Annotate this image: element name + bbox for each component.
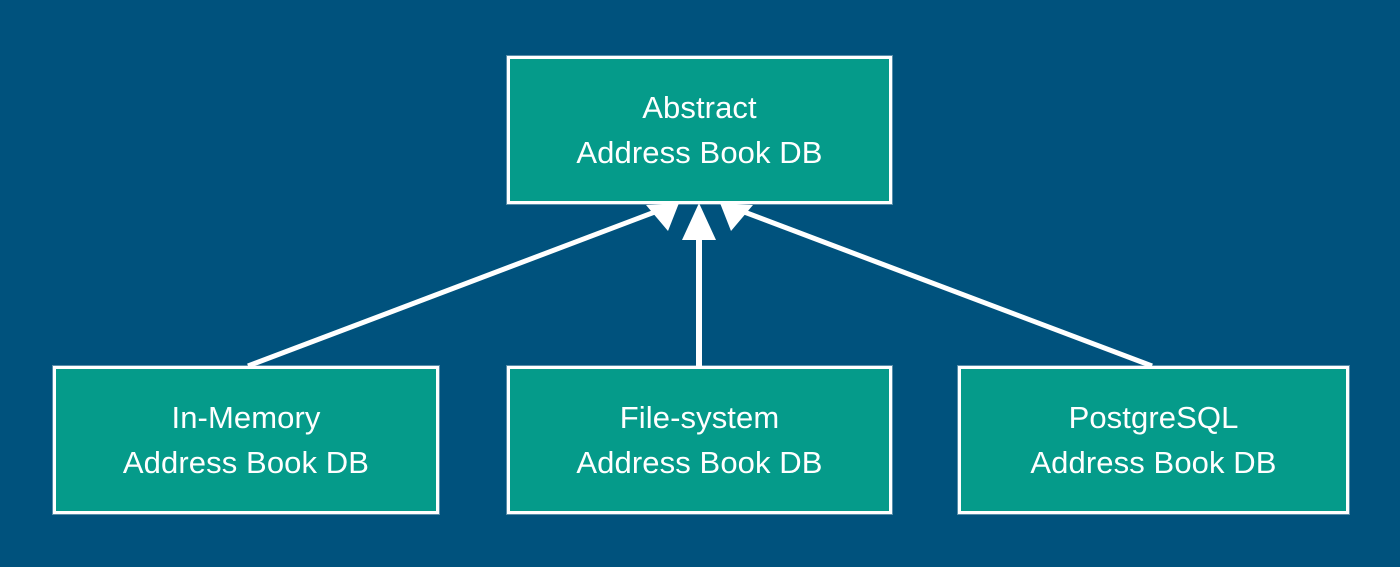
edge-line-postgresql bbox=[730, 204, 1153, 369]
inheritance-edge-file-system bbox=[682, 203, 716, 366]
inheritance-edge-in-memory bbox=[247, 203, 679, 369]
class-box-postgresql[interactable]: PostgreSQL Address Book DB bbox=[958, 366, 1349, 514]
class-box-abstract-line-2: Address Book DB bbox=[576, 135, 823, 170]
inheritance-edge-postgresql bbox=[720, 203, 1153, 369]
class-box-postgresql-line-1: PostgreSQL bbox=[1068, 400, 1239, 435]
edge-line-in-memory bbox=[247, 204, 669, 369]
class-box-file-system-line-1: File-system bbox=[619, 400, 780, 435]
class-box-in-memory[interactable]: In-Memory Address Book DB bbox=[53, 366, 439, 514]
class-box-file-system[interactable]: File-system Address Book DB bbox=[507, 366, 892, 514]
class-box-in-memory-line-2: Address Book DB bbox=[122, 445, 370, 480]
class-box-in-memory-line-1: In-Memory bbox=[171, 400, 321, 435]
class-box-postgresql-line-2: Address Book DB bbox=[1030, 445, 1277, 480]
class-box-file-system-line-2: Address Book DB bbox=[576, 445, 823, 480]
class-box-abstract-line-1: Abstract bbox=[642, 90, 757, 125]
arrowhead-in-memory bbox=[646, 203, 679, 231]
arrowhead-postgresql bbox=[720, 203, 753, 231]
class-box-abstract[interactable]: Abstract Address Book DB bbox=[507, 56, 892, 204]
arrowhead-file-system bbox=[682, 203, 716, 240]
